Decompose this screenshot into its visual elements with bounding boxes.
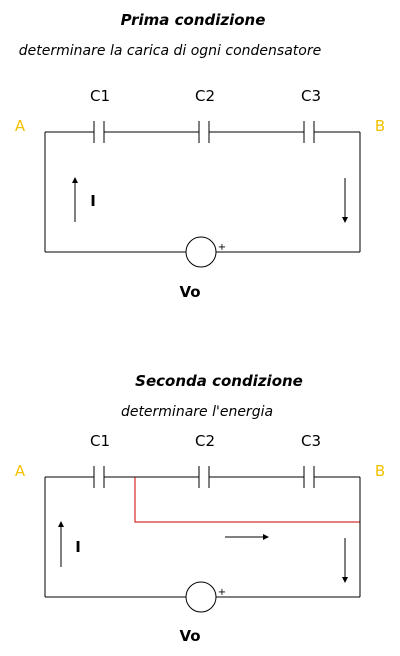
source-polarity-plus: + [218, 242, 226, 253]
capacitor-label-c3: C3 [301, 432, 321, 450]
circuit-1-title: Prima condizione [121, 11, 266, 29]
loop-wire [44, 477, 361, 598]
source-polarity-plus: + [218, 587, 226, 598]
capacitor-label-c2: C2 [195, 432, 215, 450]
node-a-label: A [15, 462, 26, 480]
circuit-1-subtitle: determinare la carica di ogni condensato… [19, 43, 321, 59]
current-label: I [90, 192, 96, 210]
capacitor-c3-symbol [303, 121, 315, 143]
voltage-source-symbol [185, 581, 217, 613]
node-b-label: B [375, 462, 385, 480]
capacitor-label-c2: C2 [195, 87, 215, 105]
circuit-1: Prima condizione determinare la carica d… [15, 11, 385, 301]
capacitor-c1-symbol [93, 466, 105, 488]
capacitor-c3-symbol [303, 466, 315, 488]
short-circuit-wire [134, 477, 360, 523]
capacitor-label-c3: C3 [301, 87, 321, 105]
capacitor-label-c1: C1 [90, 432, 110, 450]
node-b-label: B [375, 117, 385, 135]
capacitor-label-c1: C1 [90, 87, 110, 105]
loop-wire [44, 132, 361, 253]
capacitor-c1-symbol [93, 121, 105, 143]
source-label: Vo [179, 627, 200, 645]
capacitor-c2-symbol [198, 121, 210, 143]
circuit-2-subtitle: determinare l'energia [121, 404, 273, 420]
circuit-2-title: Seconda condizione [135, 372, 303, 390]
voltage-source-symbol [185, 236, 217, 268]
current-label: I [75, 538, 81, 556]
capacitor-c2-symbol [198, 466, 210, 488]
node-a-label: A [15, 117, 26, 135]
source-label: Vo [179, 283, 200, 301]
circuit-2: Seconda condizione determinare l'energia… [15, 372, 385, 645]
